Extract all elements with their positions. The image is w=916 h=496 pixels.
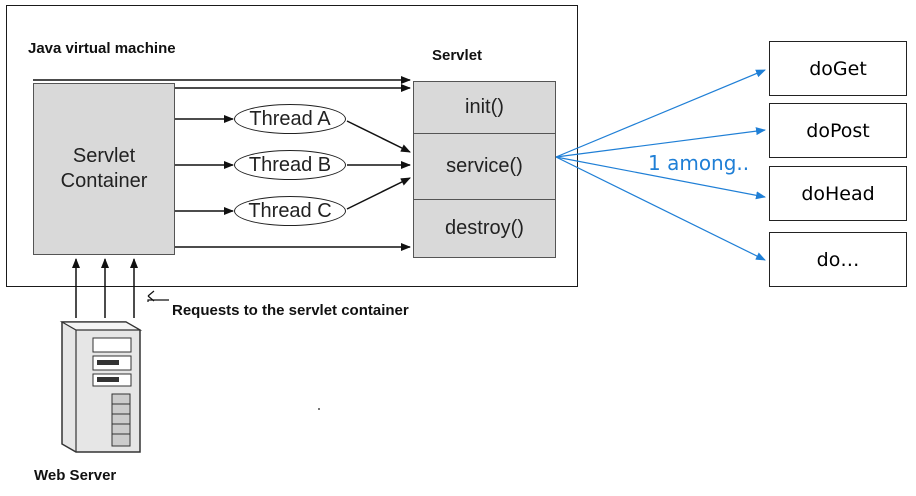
thread-a-to-service bbox=[346, 120, 411, 153]
doget-box: doGet bbox=[769, 41, 907, 96]
jvm-frame bbox=[6, 5, 578, 287]
thread-a-ellipse: Thread A bbox=[234, 104, 346, 134]
dispatch-arrow-dopost bbox=[555, 127, 766, 158]
method-destroy: destroy() bbox=[445, 217, 524, 239]
stray-dot bbox=[318, 408, 320, 410]
thread-b-ellipse: Thread B bbox=[234, 150, 346, 180]
requests-label: Requests to the servlet container bbox=[172, 302, 409, 319]
dopost-box: doPost bbox=[769, 103, 907, 158]
servlet-box: init() service() destroy() bbox=[413, 81, 556, 258]
dispatch-arrow-dohead bbox=[555, 156, 766, 200]
servlet-title: Servlet bbox=[432, 47, 483, 64]
servlet-container-box: Servlet Container bbox=[33, 83, 175, 255]
dohead-box: doHead bbox=[769, 166, 907, 221]
web-server-label: Web Server bbox=[34, 467, 117, 484]
method-service: service() bbox=[414, 134, 555, 200]
dispatch-label: 1 among.. bbox=[648, 151, 750, 175]
jvm-label: Java virtual machine bbox=[28, 40, 176, 57]
web-server-icon bbox=[59, 321, 143, 453]
do-other-box: do… bbox=[769, 232, 907, 287]
method-init: init() bbox=[414, 82, 555, 134]
thread-c-ellipse: Thread C bbox=[234, 196, 346, 226]
dispatch-arrow-doget bbox=[555, 69, 766, 158]
dispatch-arrow-do bbox=[555, 156, 766, 261]
thread-c-to-service bbox=[346, 177, 411, 210]
requests-pointer bbox=[147, 299, 169, 302]
